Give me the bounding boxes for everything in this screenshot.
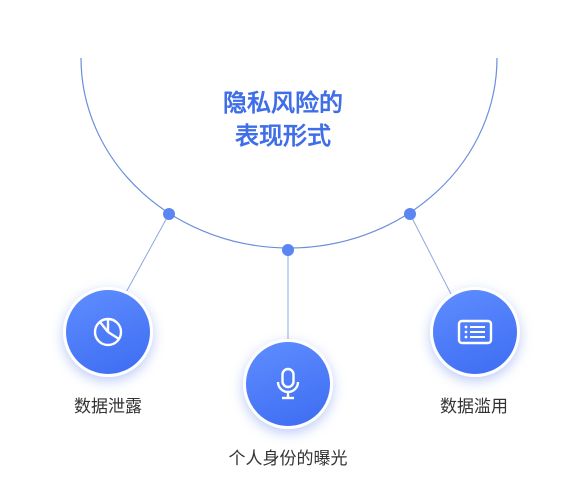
microphone-icon: [269, 365, 307, 403]
node-data-leak: [63, 287, 153, 377]
arc-dot-right: [404, 208, 416, 220]
node-label-identity-exposure: 个人身份的曝光: [228, 449, 348, 469]
diagram-title-line-1: 隐私风险的: [223, 89, 343, 117]
arc-outline: [80, 57, 498, 249]
connector-left: [123, 213, 170, 297]
node-data-abuse: [430, 287, 520, 377]
diagram-title-line-2: 表现形式: [235, 122, 331, 150]
pie-chart-icon: [89, 313, 127, 351]
node-label-data-leak: 数据泄露: [74, 397, 142, 417]
node-identity-exposure: [243, 339, 333, 429]
connector-right: [409, 213, 453, 297]
list-card-icon: [455, 313, 495, 351]
arc-dot-left: [163, 208, 175, 220]
arc-dot-center: [282, 244, 294, 256]
node-label-data-abuse: 数据滥用: [440, 397, 508, 417]
